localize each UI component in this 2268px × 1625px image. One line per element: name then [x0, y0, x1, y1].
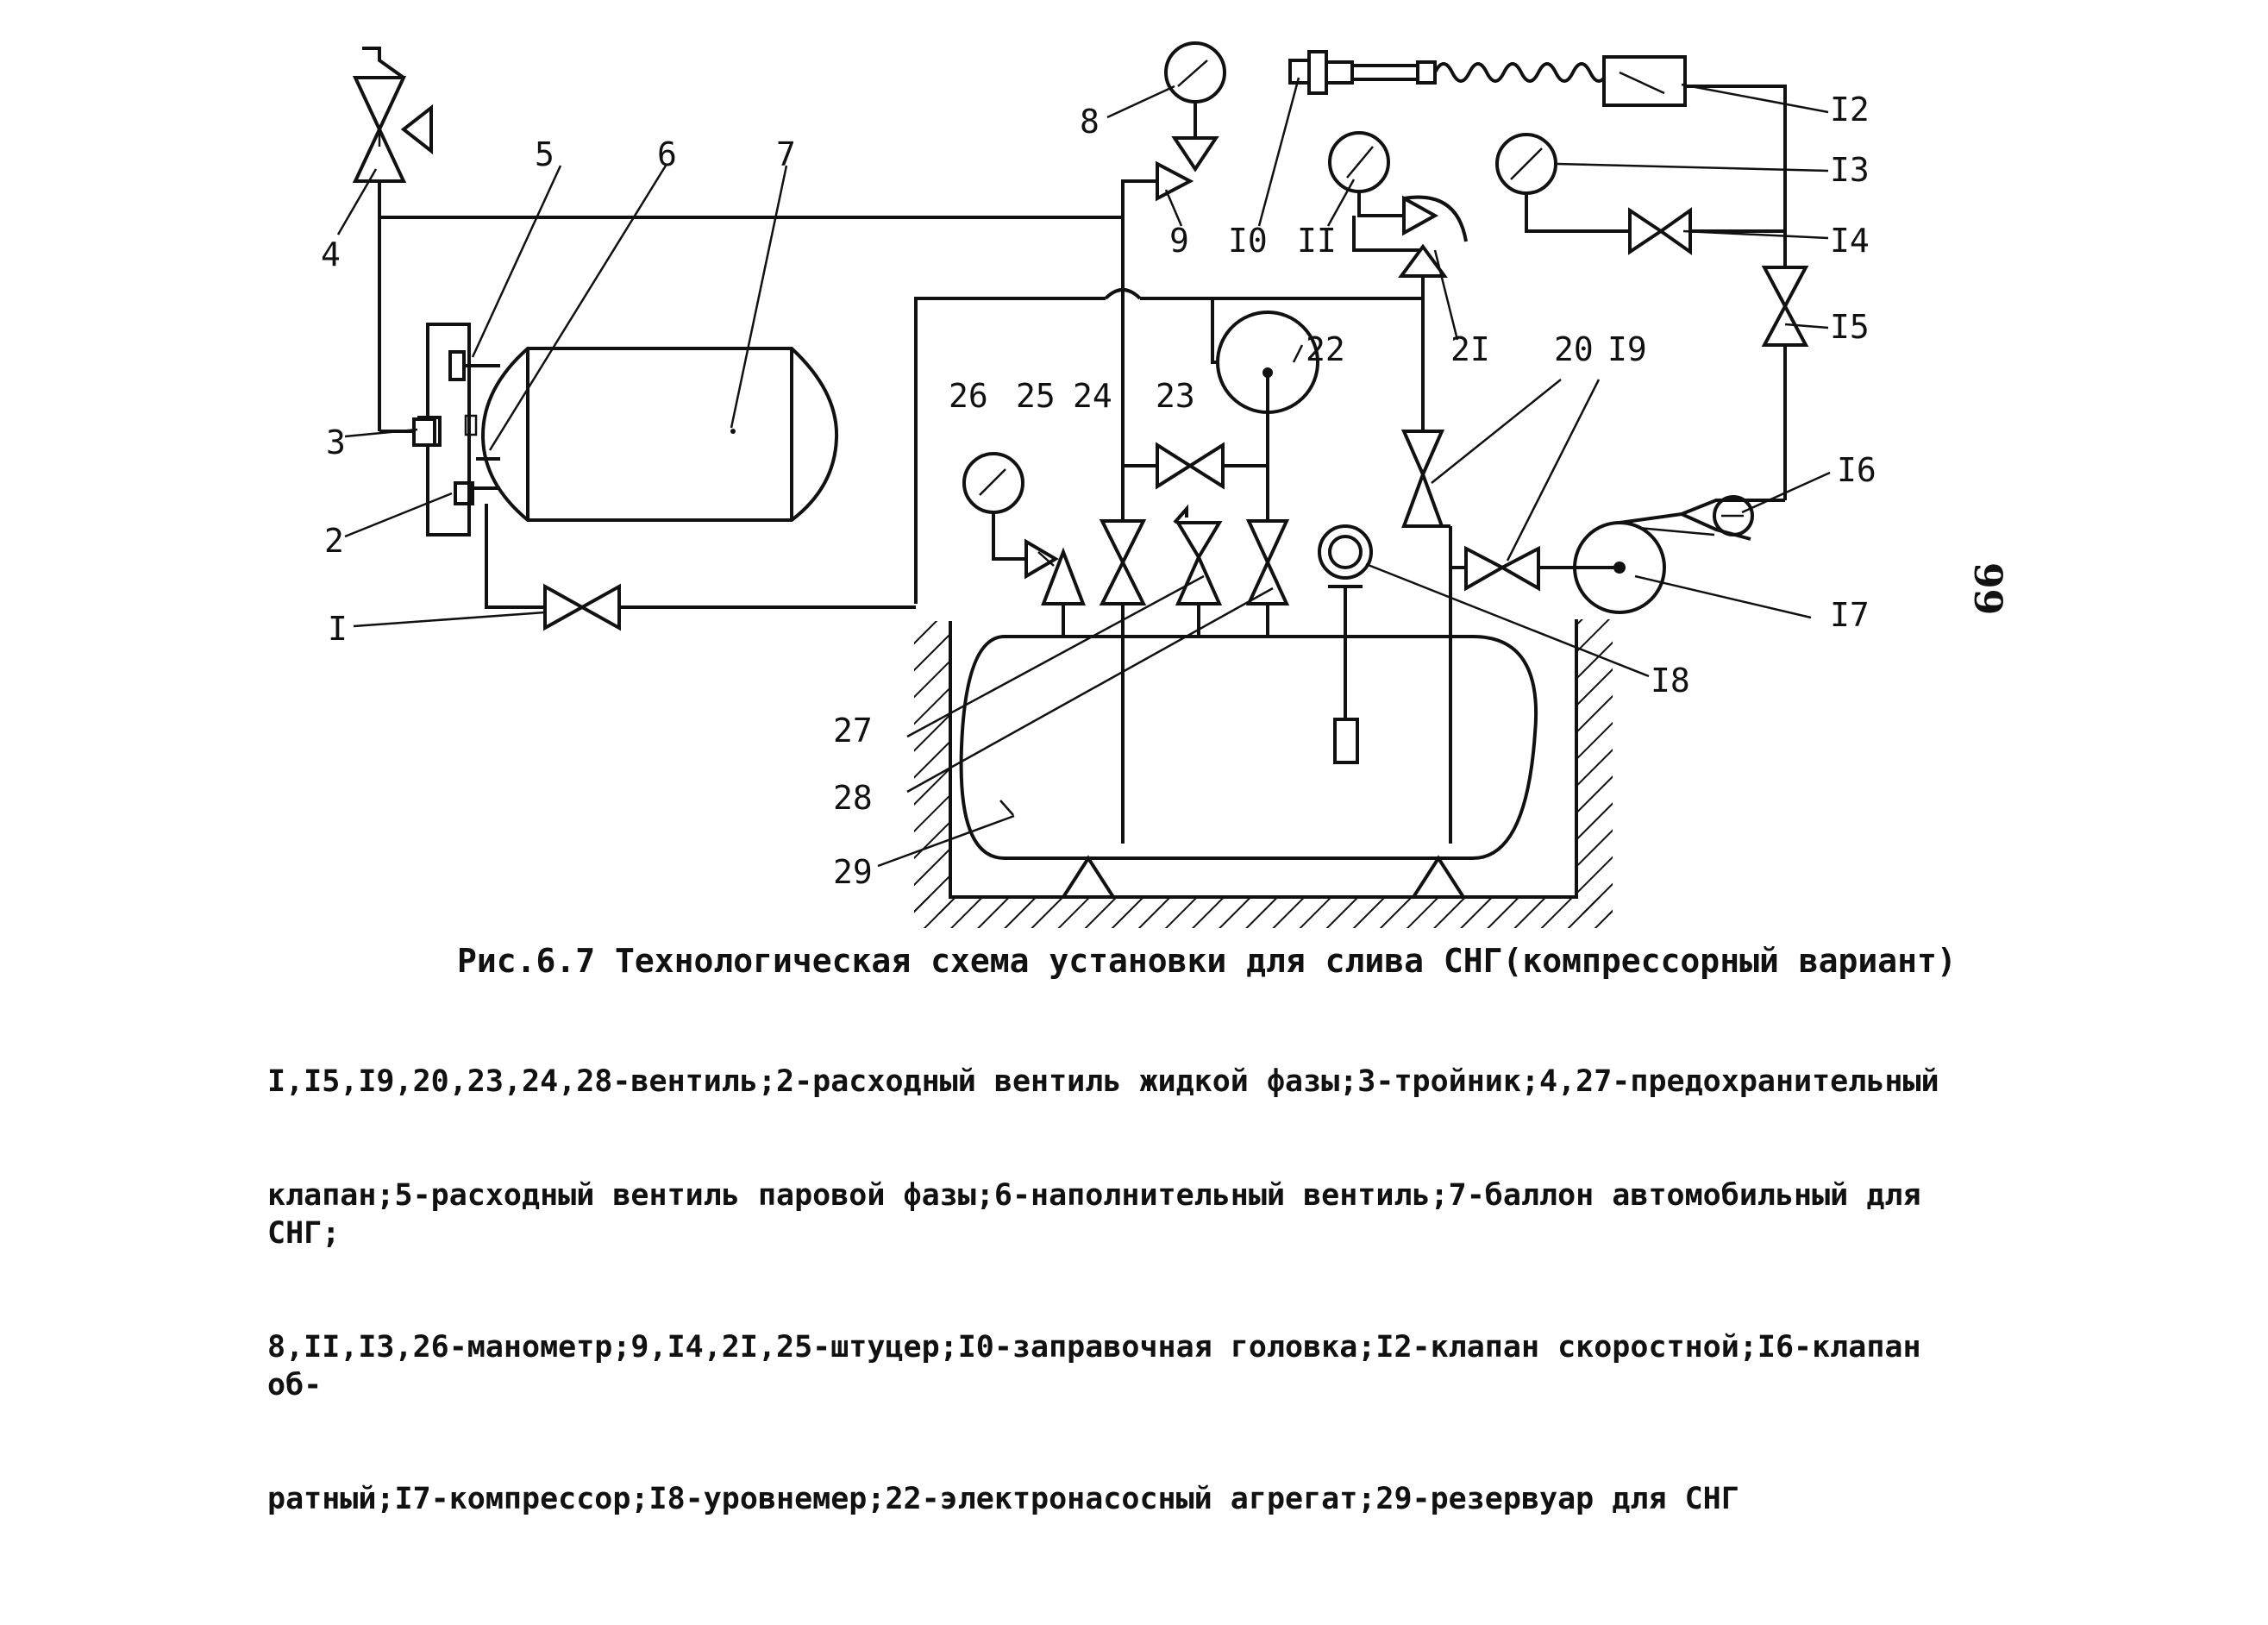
- label-13: I3: [1830, 151, 1870, 189]
- valve-20: [1400, 430, 1445, 528]
- compressor-17: [1573, 512, 1715, 614]
- safety-valve-4: [352, 47, 433, 183]
- valve-1: [543, 583, 621, 631]
- label-17: I7: [1830, 596, 1870, 634]
- label-20: 20: [1554, 330, 1594, 368]
- label-26: 26: [949, 377, 988, 415]
- label-28: 28: [833, 779, 873, 817]
- label-21: 2I: [1450, 330, 1490, 368]
- valve-19: [1464, 545, 1540, 592]
- label-14: I4: [1830, 222, 1870, 260]
- valve-24: [1099, 519, 1147, 605]
- label-24: 24: [1073, 377, 1112, 415]
- gauge-13: [1495, 133, 1557, 195]
- label-15: I5: [1830, 308, 1870, 346]
- pump-unit-22: [1216, 311, 1319, 414]
- caption-line: клапан;5-расходный вентиль паровой фазы;…: [267, 1178, 1939, 1251]
- label-7: 7: [776, 135, 796, 173]
- label-23: 23: [1156, 377, 1195, 415]
- caption-title: Рис.6.7 Технологическая схема установки …: [457, 942, 1957, 980]
- label-18: I8: [1651, 662, 1690, 700]
- level-gauge-18: [1318, 524, 1373, 764]
- page-number: 99: [1965, 562, 2009, 615]
- ground-pit: [914, 619, 1613, 928]
- label-1: I: [328, 610, 348, 648]
- component-labels: 4 3 2 5 6 7 I 8 9 I0 II I2 I3 I4 I5 I6 I…: [321, 91, 1876, 891]
- label-4: 4: [321, 235, 341, 273]
- caption-line: 8,II,I3,26-манометр;9,I4,2I,25-штуцер;I0…: [267, 1330, 1939, 1402]
- car-cylinder-7: [480, 347, 839, 522]
- gauge-8: [1164, 41, 1226, 138]
- caption-line: ратный;I7-компрессор;I8-уровнемер;22-эле…: [267, 1482, 1739, 1516]
- label-3: 3: [326, 424, 346, 461]
- label-9: 9: [1169, 222, 1189, 260]
- label-29: 29: [833, 853, 873, 891]
- reservoir-29: [959, 635, 1538, 860]
- label-12: I2: [1830, 91, 1870, 129]
- fitting-14: [1628, 207, 1692, 255]
- label-22: 22: [1306, 330, 1345, 368]
- label-8: 8: [1080, 103, 1100, 141]
- label-10: I0: [1228, 222, 1268, 260]
- piping: [378, 85, 1787, 844]
- fitting-25: [1024, 538, 1086, 605]
- speed-valve-12: [1602, 55, 1687, 107]
- fitting-9: [1156, 136, 1219, 202]
- label-2: 2: [324, 522, 344, 560]
- label-5: 5: [535, 135, 554, 173]
- tee-3: [412, 417, 436, 447]
- valve-28: [1245, 519, 1290, 605]
- label-25: 25: [1016, 377, 1056, 415]
- gauge-11: [1328, 131, 1390, 193]
- reservoir-supports: [1060, 855, 1467, 899]
- caption-legend: I,I5,I9,20,23,24,28-вентиль;2-расходный …: [267, 987, 1992, 1594]
- label-16: I6: [1837, 451, 1876, 489]
- safety-valve-27: [1173, 504, 1223, 605]
- valve-15: [1761, 266, 1809, 347]
- gauge-26: [962, 452, 1024, 514]
- leader-lines: [336, 77, 1831, 868]
- caption-line: I,I5,I9,20,23,24,28-вентиль;2-расходный …: [267, 1064, 1939, 1099]
- label-19: I9: [1607, 330, 1647, 368]
- filling-head-10: [1288, 50, 1437, 95]
- valve-23: [1156, 442, 1225, 490]
- fitting-21: [1398, 195, 1468, 278]
- label-27: 27: [833, 712, 873, 750]
- label-6: 6: [657, 135, 677, 173]
- label-11: II: [1297, 222, 1337, 260]
